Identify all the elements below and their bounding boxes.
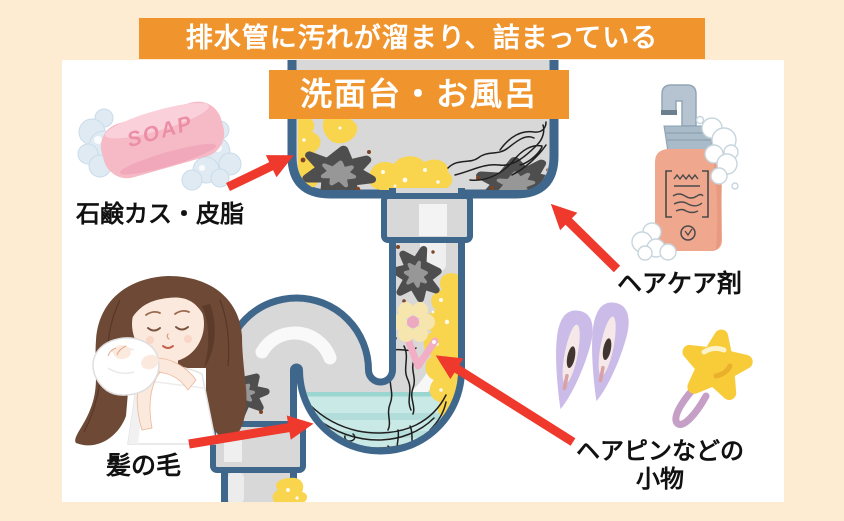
hair-clips-illustration	[541, 297, 635, 415]
pointer-arrows	[188, 154, 621, 449]
drain-pipe-illustration: SOAP	[75, 60, 753, 502]
hairpin-label: ヘアピンなどの 小物	[558, 438, 762, 494]
hairpin-arrow	[435, 355, 576, 446]
hair-label: 髪の毛	[106, 452, 182, 480]
foam-bubbles	[631, 115, 739, 261]
hairpin-label-line2: 小物	[636, 466, 684, 493]
hair-arrow	[188, 415, 314, 449]
title-banner: 排水管に汚れが溜まり、詰まっている	[139, 18, 705, 59]
hair-care-bottle-illustration	[631, 84, 739, 261]
woman-drying-hair-illustration	[75, 276, 247, 446]
sparkles-basin	[302, 126, 440, 188]
pipe-collar-top	[381, 193, 473, 243]
location-banner: 洗面台・お風呂	[269, 70, 569, 119]
hair-strands-pipe	[309, 337, 455, 465]
flower-hairpin-in-pipe	[391, 302, 439, 370]
soap-scum-label: 石鹸カス・皮脂	[76, 201, 244, 228]
hairpin-label-line1: ヘアピンなどの	[576, 438, 744, 465]
soap-bar-illustration: SOAP	[77, 101, 242, 191]
hair-strands-basin	[447, 121, 547, 181]
hair-care-arrow	[550, 203, 621, 273]
soap-scum-arrow	[226, 154, 294, 192]
diagram-panel: SOAP	[62, 60, 784, 502]
hair-care-label: ヘアケア剤	[617, 270, 743, 298]
soap-scum-gunk-pipe	[423, 273, 460, 419]
star-hairpin-illustration	[672, 329, 753, 428]
trap-water	[300, 392, 460, 464]
bottle-label-scribbles	[672, 173, 704, 214]
soap-scum-gunk-outlet	[272, 477, 307, 502]
